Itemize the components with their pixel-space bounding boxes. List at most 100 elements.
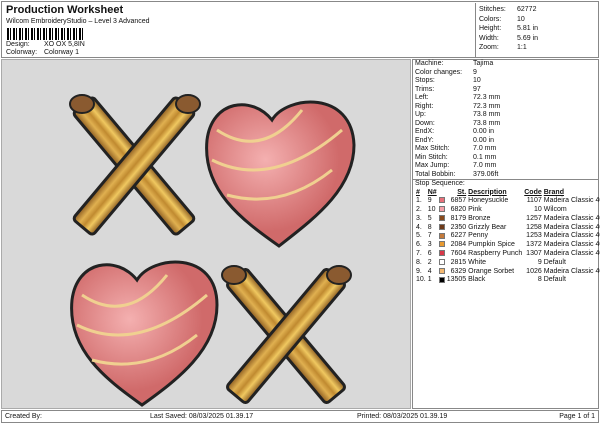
column-header: Brand (543, 188, 564, 196)
info-row: Colors:10 (479, 15, 597, 25)
info-label: Total Bobbin: (415, 170, 456, 178)
color-code: 1107 (526, 197, 542, 205)
info-row: Right:72.3 mm (413, 103, 598, 112)
stitch-count: 6857 (450, 197, 467, 205)
color-swatch (438, 267, 445, 274)
color-swatch (438, 206, 445, 213)
column-header: Description (468, 188, 507, 196)
printed: Printed: 08/03/2025 01.39.19 (357, 413, 448, 420)
last-saved: Last Saved: 08/03/2025 01.39.17 (150, 413, 254, 420)
info-label: Stops: (415, 77, 435, 84)
info-label: Colors: (479, 15, 502, 23)
info-value: 97 (473, 85, 481, 93)
info-row: EndX: 0.00 in (413, 128, 598, 137)
info-value: 1:1 (517, 44, 527, 51)
stop-index: 5. (416, 232, 422, 240)
needle-number: 4 (427, 267, 432, 275)
stitch-count: 2350 (450, 223, 467, 231)
info-value: 379.06ft (473, 170, 499, 178)
thread-brand: Madeira Classic 40 (543, 214, 600, 222)
info-label: Max Stitch: (415, 145, 450, 152)
column-header: St. (457, 188, 467, 196)
color-description: Pink (468, 206, 482, 214)
color-description: Bronze (468, 214, 491, 222)
info-label: Trims: (415, 85, 435, 93)
color-description: Black (468, 276, 486, 284)
stitch-count: 2815 (450, 258, 467, 266)
color-description: Honeysuckle (468, 197, 509, 205)
info-row: Zoom:1:1 (479, 43, 597, 53)
color-swatch (438, 241, 445, 248)
color-swatch (438, 276, 445, 283)
info-value: 5.81 in (517, 25, 539, 32)
color-code: 1258 (526, 223, 542, 231)
info-value: 0.1 mm (473, 153, 497, 161)
barcode (7, 28, 85, 40)
needle-number: 1 (427, 276, 432, 284)
info-value: 0.00 in (473, 128, 495, 135)
color-code: 10 (533, 206, 542, 214)
thread-brand: Madeira Classic 40 (543, 267, 600, 275)
thread-brand: Default (543, 258, 566, 266)
column-header: Code (524, 188, 542, 196)
color-code: 1026 (526, 267, 542, 275)
info-label: EndX: (415, 128, 435, 135)
needle-number: 6 (427, 250, 432, 258)
color-description: Penny (468, 232, 489, 240)
info-label: Stitches: (479, 6, 506, 13)
color-description: Grizzly Bear (468, 223, 507, 231)
info-label: Min Stitch: (415, 153, 448, 161)
color-code: 1307 (526, 250, 542, 258)
stop-index: 8. (416, 258, 422, 266)
color-code: 1372 (526, 241, 542, 249)
color-swatch (438, 232, 445, 239)
color-swatch-cell (438, 197, 446, 206)
info-label: Down: (415, 119, 435, 127)
stitch-count: 8179 (450, 214, 467, 222)
info-label: Width: (479, 34, 499, 42)
info-value: 7.0 mm (473, 145, 497, 152)
footer: Created By: Last Saved: 08/03/2025 01.39… (1, 410, 599, 423)
info-row: Total Bobbin: 379.06ft (413, 171, 598, 180)
colorway-label: Colorway: (6, 49, 38, 56)
thread-brand: Madeira Classic 40 (543, 197, 600, 205)
design-label: Design: (6, 41, 30, 48)
info-row: Left:72.3 mm (413, 94, 598, 103)
color-description: White (468, 258, 487, 266)
info-row: Down:73.8 mm (413, 120, 598, 129)
stop-index: 2. (416, 206, 422, 214)
info-value: 72.3 mm (473, 102, 501, 110)
color-code: 9 (537, 258, 542, 266)
stop-index: 4. (416, 223, 422, 231)
info-value: 73.8 mm (473, 111, 501, 118)
info-row: Height: 5.81 in (479, 24, 597, 34)
info-label: Max Jump: (415, 162, 450, 169)
color-code: 1257 (526, 214, 542, 222)
needle-number: 7 (427, 232, 432, 240)
page-title: Production Worksheet (6, 4, 124, 16)
column-header: # (416, 188, 420, 196)
info-row: Stops:10 (413, 77, 598, 86)
colorway-value: Colorway 1 (44, 49, 80, 56)
heart-design-bottom (70, 260, 219, 407)
design-value: XO OX 5,8IN (44, 41, 85, 48)
colorway-row: Colorway: Colorway 1 (6, 49, 79, 57)
color-swatch (438, 215, 445, 222)
color-swatch (438, 197, 445, 204)
info-value: Tajima (473, 60, 494, 67)
info-label: Color changes: (415, 68, 463, 76)
page-number: Page 1 of 1 (559, 413, 595, 420)
info-label: Height: (479, 25, 502, 32)
header: Production Worksheet Wilcom EmbroiderySt… (1, 1, 599, 58)
color-swatch-cell (438, 223, 446, 233)
info-row: EndY:0.00 in (413, 137, 598, 146)
needle-number: 2 (427, 258, 432, 266)
needle-number: 9 (427, 197, 432, 205)
info-row: Machine:Tajima (413, 60, 598, 69)
